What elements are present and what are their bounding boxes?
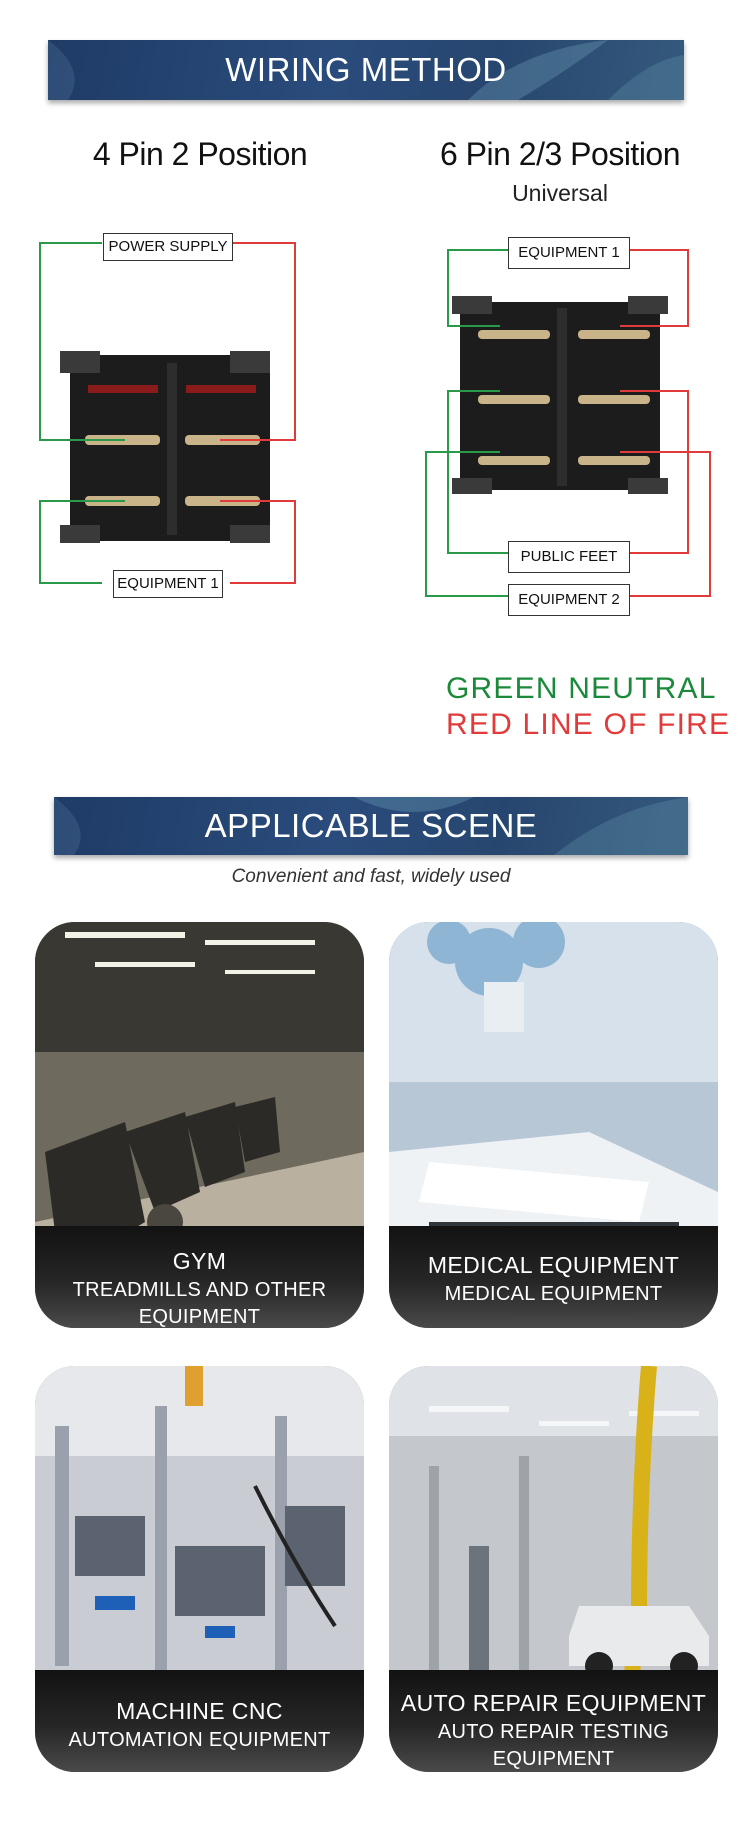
right-green-wire-2 xyxy=(447,390,508,554)
gym-title: GYM xyxy=(172,1248,227,1274)
left-green-wire-bottom xyxy=(39,500,125,584)
scene-card-cnc: MACHINE CNC AUTOMATION EQUIPMENT xyxy=(35,1366,364,1772)
left-top-label-box: POWER SUPPLY xyxy=(103,233,233,261)
right-mid-label-box: PUBLIC FEET xyxy=(508,541,630,573)
scene-card-auto-repair: AUTO REPAIR EQUIPMENT AUTO REPAIR TESTIN… xyxy=(389,1366,718,1772)
left-red-wire-bottom xyxy=(220,500,296,584)
legend-green-neutral: GREEN NEUTRAL xyxy=(446,672,717,705)
applicable-scene-banner: APPLICABLE SCENE xyxy=(54,797,688,855)
medical-caption: MEDICAL EQUIPMENT MEDICAL EQUIPMENT xyxy=(389,1226,718,1328)
scene-tagline: Convenient and fast, widely used xyxy=(231,866,511,887)
applicable-scene-title: APPLICABLE SCENE xyxy=(204,807,538,844)
right-diagram-subtitle: Universal xyxy=(512,180,608,206)
auto-repair-title: AUTO REPAIR EQUIPMENT xyxy=(400,1690,707,1716)
right-green-wire-3 xyxy=(425,451,508,597)
gym-caption: GYM TREADMILLS AND OTHER EQUIPMENT xyxy=(35,1226,364,1328)
left-switch-body xyxy=(60,351,270,543)
cnc-caption: MACHINE CNC AUTOMATION EQUIPMENT xyxy=(35,1670,364,1772)
right-red-wire-2 xyxy=(620,390,689,554)
right-diagram-title: 6 Pin 2/3 Position xyxy=(439,136,681,172)
left-diagram-title: 4 Pin 2 Position xyxy=(92,136,308,172)
leaf-decoration-icon xyxy=(48,40,684,100)
right-bottom-label: EQUIPMENT 2 xyxy=(518,591,620,608)
medical-subtitle: MEDICAL EQUIPMENT xyxy=(444,1283,663,1305)
gym-subtitle: TREADMILLS AND OTHER EQUIPMENT xyxy=(72,1279,327,1328)
scene-card-gym: GYM TREADMILLS AND OTHER EQUIPMENT xyxy=(35,922,364,1328)
left-red-wire-top xyxy=(220,242,296,441)
right-switch-body xyxy=(452,296,668,494)
right-top-label-box: EQUIPMENT 1 xyxy=(508,237,630,269)
leaf-decoration-icon xyxy=(54,797,688,855)
right-mid-label: PUBLIC FEET xyxy=(520,548,618,565)
cnc-title: MACHINE CNC xyxy=(116,1698,283,1724)
wiring-method-title: WIRING METHOD xyxy=(225,51,507,88)
scene-card-medical: MEDICAL EQUIPMENT MEDICAL EQUIPMENT xyxy=(389,922,718,1328)
left-bottom-label-box: EQUIPMENT 1 xyxy=(113,570,223,598)
left-green-wire-top xyxy=(39,242,125,441)
wiring-method-banner: WIRING METHOD xyxy=(48,40,684,100)
right-bottom-label-box: EQUIPMENT 2 xyxy=(508,584,630,616)
medical-title: MEDICAL EQUIPMENT xyxy=(427,1252,680,1278)
right-green-wire-1 xyxy=(447,249,508,327)
left-top-label: POWER SUPPLY xyxy=(108,238,228,255)
cnc-subtitle: AUTOMATION EQUIPMENT xyxy=(68,1729,331,1751)
left-wiring-diagram xyxy=(39,242,296,584)
auto-repair-caption: AUTO REPAIR EQUIPMENT AUTO REPAIR TESTIN… xyxy=(389,1670,718,1772)
right-wiring-diagram xyxy=(425,249,711,597)
right-red-wire-1 xyxy=(620,249,689,327)
right-red-wire-3 xyxy=(620,451,711,597)
auto-repair-subtitle: AUTO REPAIR TESTING EQUIPMENT xyxy=(437,1721,670,1770)
left-bottom-label: EQUIPMENT 1 xyxy=(117,575,219,592)
right-top-label: EQUIPMENT 1 xyxy=(518,244,620,261)
legend-red-line-of-fire: RED LINE OF FIRE xyxy=(446,708,731,741)
